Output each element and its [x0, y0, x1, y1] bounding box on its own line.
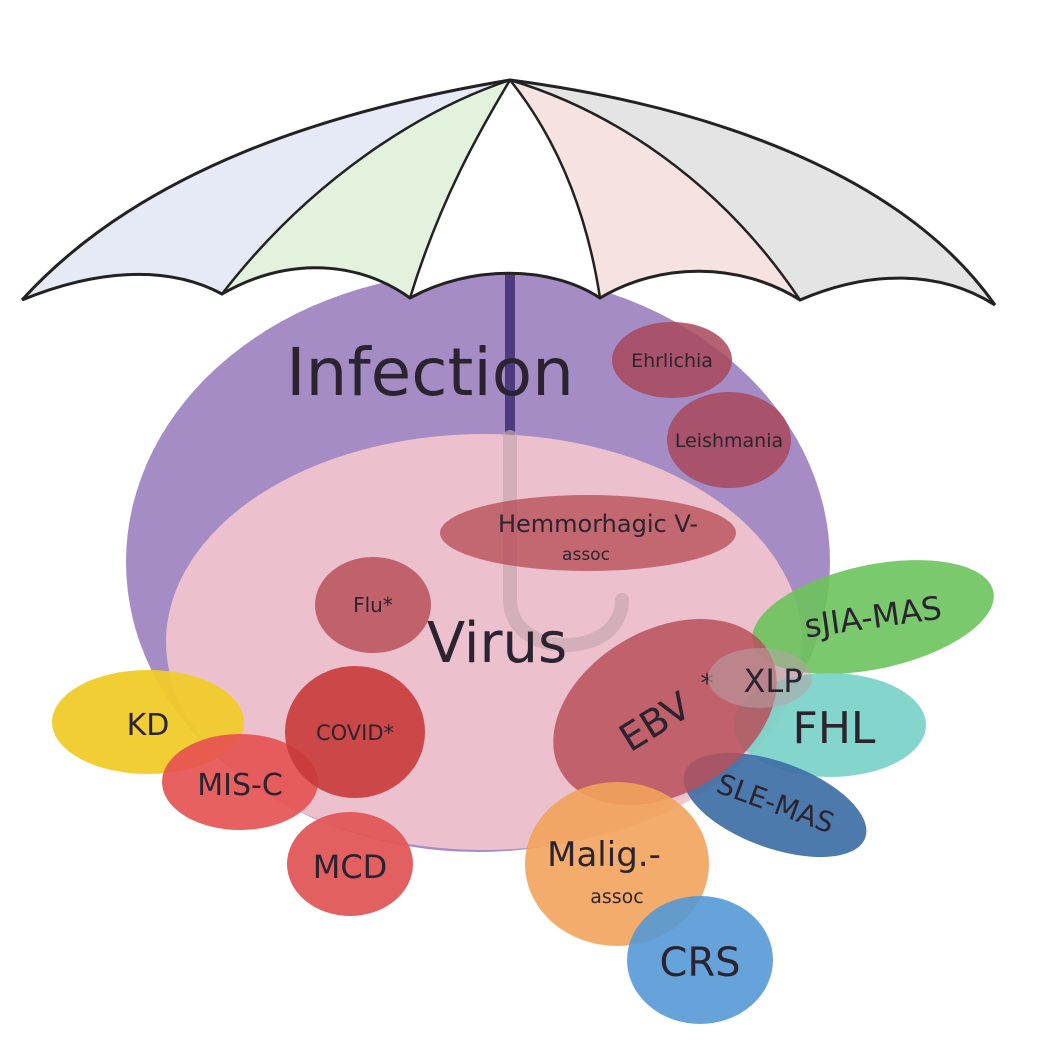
- umbrella-panel-green: [222, 80, 510, 298]
- sle-mas-bubble: [683, 752, 867, 858]
- ehrlichia-label: Ehrlichia: [631, 350, 713, 372]
- misc-label: MIS-C: [197, 768, 283, 803]
- flu-label: Flu*: [353, 593, 393, 617]
- hemorrhagic-bubble: [440, 495, 736, 571]
- ehrlichia-bubble: [612, 322, 732, 398]
- crs-bubble: [627, 896, 773, 1024]
- umbrella-shaft: [505, 272, 515, 437]
- kd-label: KD: [127, 708, 170, 743]
- leishmania-bubble: [667, 392, 791, 488]
- covid-bubble: [285, 666, 425, 798]
- umbrella-handle: [503, 430, 629, 652]
- mcd-bubble: [287, 812, 413, 916]
- infection-label: Infection: [286, 334, 574, 411]
- mcd-label: MCD: [313, 848, 388, 886]
- hemorrhagic-label-line1: Hemmorhagic V-: [498, 510, 698, 538]
- xlp-label: XLP: [743, 662, 802, 700]
- umbrella-panel-pink: [510, 80, 800, 300]
- covid-label: COVID*: [316, 721, 394, 745]
- crs-label: CRS: [659, 940, 740, 986]
- virus-label: Virus: [427, 611, 567, 676]
- fhl-label: FHL: [793, 703, 876, 754]
- umbrella-panel-blue: [22, 80, 510, 300]
- flu-bubble: [315, 557, 431, 653]
- misc-bubble: [162, 734, 318, 830]
- hemorrhagic-label-line2: assoc: [562, 545, 610, 565]
- umbrella-panel-gray: [510, 80, 995, 305]
- malig-label-line1: Malig.-: [547, 835, 661, 875]
- malig-label-line2: assoc: [590, 886, 644, 908]
- leishmania-label: Leishmania: [675, 430, 783, 452]
- umbrella-canopy: [20, 78, 997, 307]
- umbrella-panel-white: [410, 80, 600, 298]
- sjia-mas-bubble: [752, 560, 994, 674]
- xlp-bubble: [708, 648, 812, 708]
